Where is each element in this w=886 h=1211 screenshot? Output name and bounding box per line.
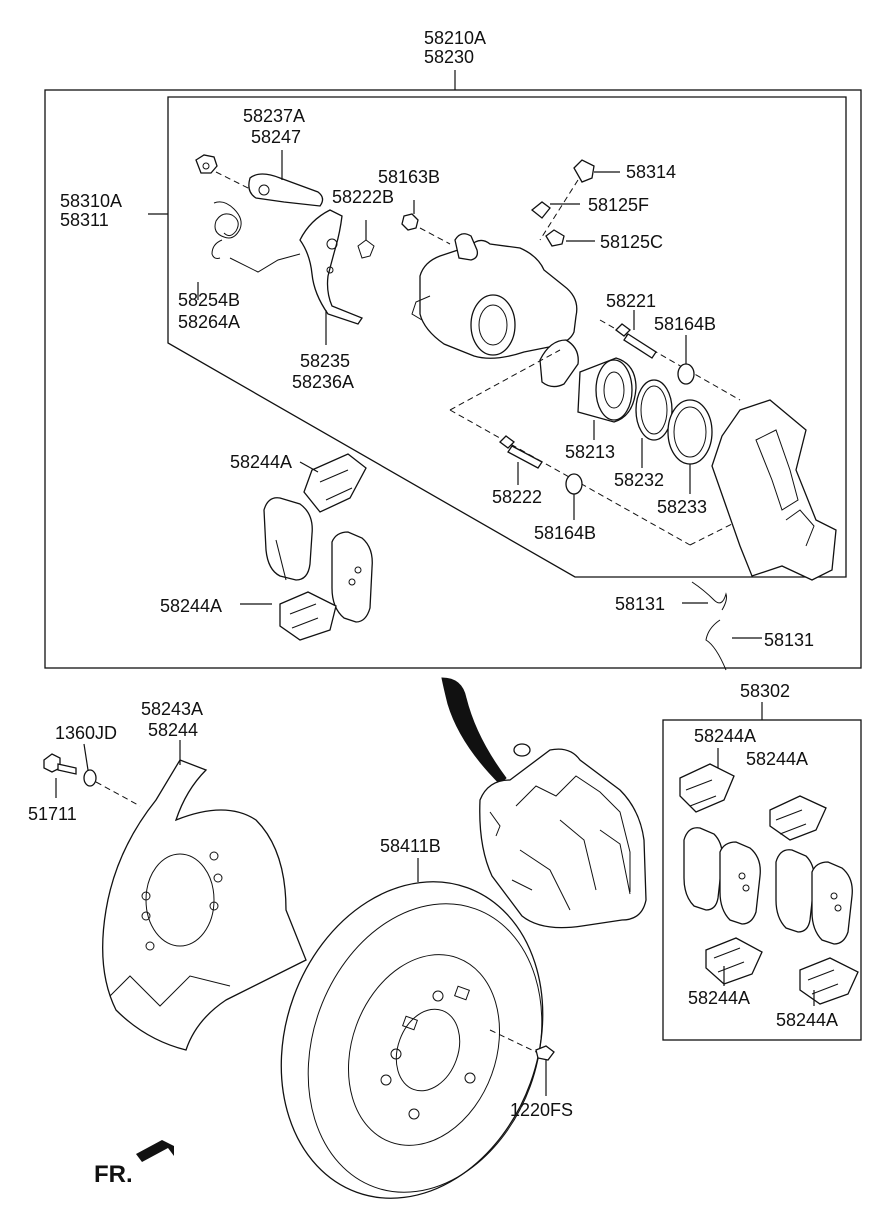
label-seal-58232: 58232	[614, 470, 664, 490]
label-pin-58221: 58221	[606, 291, 656, 311]
lever-assembly	[195, 150, 375, 345]
label-bracket-a: 58235	[300, 351, 350, 371]
caliper-assembly-box	[44, 70, 862, 669]
label-boot-58164B-bottom: 58164B	[534, 523, 596, 543]
label-spring-b: 58264A	[178, 312, 240, 332]
label-shield-b: 58244	[148, 720, 198, 740]
label-bleeder-58125F: 58125F	[588, 195, 649, 215]
bleeder-parts	[530, 159, 620, 247]
label-nut-58163B: 58163B	[378, 167, 440, 187]
label-kit-shim-bl: 58244A	[688, 988, 750, 1008]
label-spring-58131-bottom: 58131	[764, 630, 814, 650]
label-disc: 58411B	[380, 836, 441, 856]
label-kit-shim-tr: 58244A	[746, 749, 808, 769]
pads-and-shims	[240, 453, 373, 641]
assembled-caliper	[441, 677, 647, 929]
label-washer: 1360JD	[55, 723, 117, 743]
label-cap-58314: 58314	[626, 162, 676, 182]
caliper-body	[401, 200, 741, 546]
label-screw: 1220FS	[510, 1100, 573, 1120]
label-caliper-b: 58311	[60, 210, 109, 230]
label-spring-a: 58254B	[178, 290, 240, 310]
label-pin-58222: 58222	[492, 487, 542, 507]
label-caliper-a: 58310A	[60, 191, 122, 211]
label-boot-58233: 58233	[657, 497, 707, 517]
pad-kit-box	[662, 702, 862, 1041]
label-clip-58222B: 58222B	[332, 187, 394, 207]
guide-pins	[499, 310, 695, 520]
label-bolt: 51711	[28, 804, 77, 824]
label-shim-58244A-bottom: 58244A	[160, 596, 222, 616]
label-assembly-b: 58230	[424, 47, 474, 67]
label-piston-58213: 58213	[565, 442, 615, 462]
label-kit-shim-tl: 58244A	[694, 726, 756, 746]
label-spring-58131-top: 58131	[615, 594, 665, 614]
label-lever-b: 58247	[251, 127, 301, 147]
anti-rattle-springs	[682, 581, 762, 671]
label-shield-a: 58243A	[141, 699, 203, 719]
brake-disc	[280, 858, 555, 1199]
front-arrow-icon	[136, 1140, 174, 1162]
label-kit-shim-br: 58244A	[776, 1010, 838, 1030]
label-assembly-a: 58210A	[424, 28, 486, 48]
label-boot-58164B-top: 58164B	[654, 314, 716, 334]
label-front-indicator: FR.	[94, 1161, 133, 1188]
dust-shield	[95, 740, 307, 1051]
label-lever-a: 58237A	[243, 106, 305, 126]
label-cap-58125C: 58125C	[600, 232, 663, 252]
piston-seals	[577, 357, 713, 494]
bolt-and-washer	[43, 743, 97, 798]
label-pad-kit: 58302	[740, 681, 790, 701]
label-shim-58244A-top: 58244A	[230, 452, 292, 472]
caliper-carrier	[711, 399, 837, 581]
label-bracket-b: 58236A	[292, 372, 354, 392]
part-labels: 58210A 58230 58310A 58311 58237A 58247 5…	[28, 28, 838, 1188]
